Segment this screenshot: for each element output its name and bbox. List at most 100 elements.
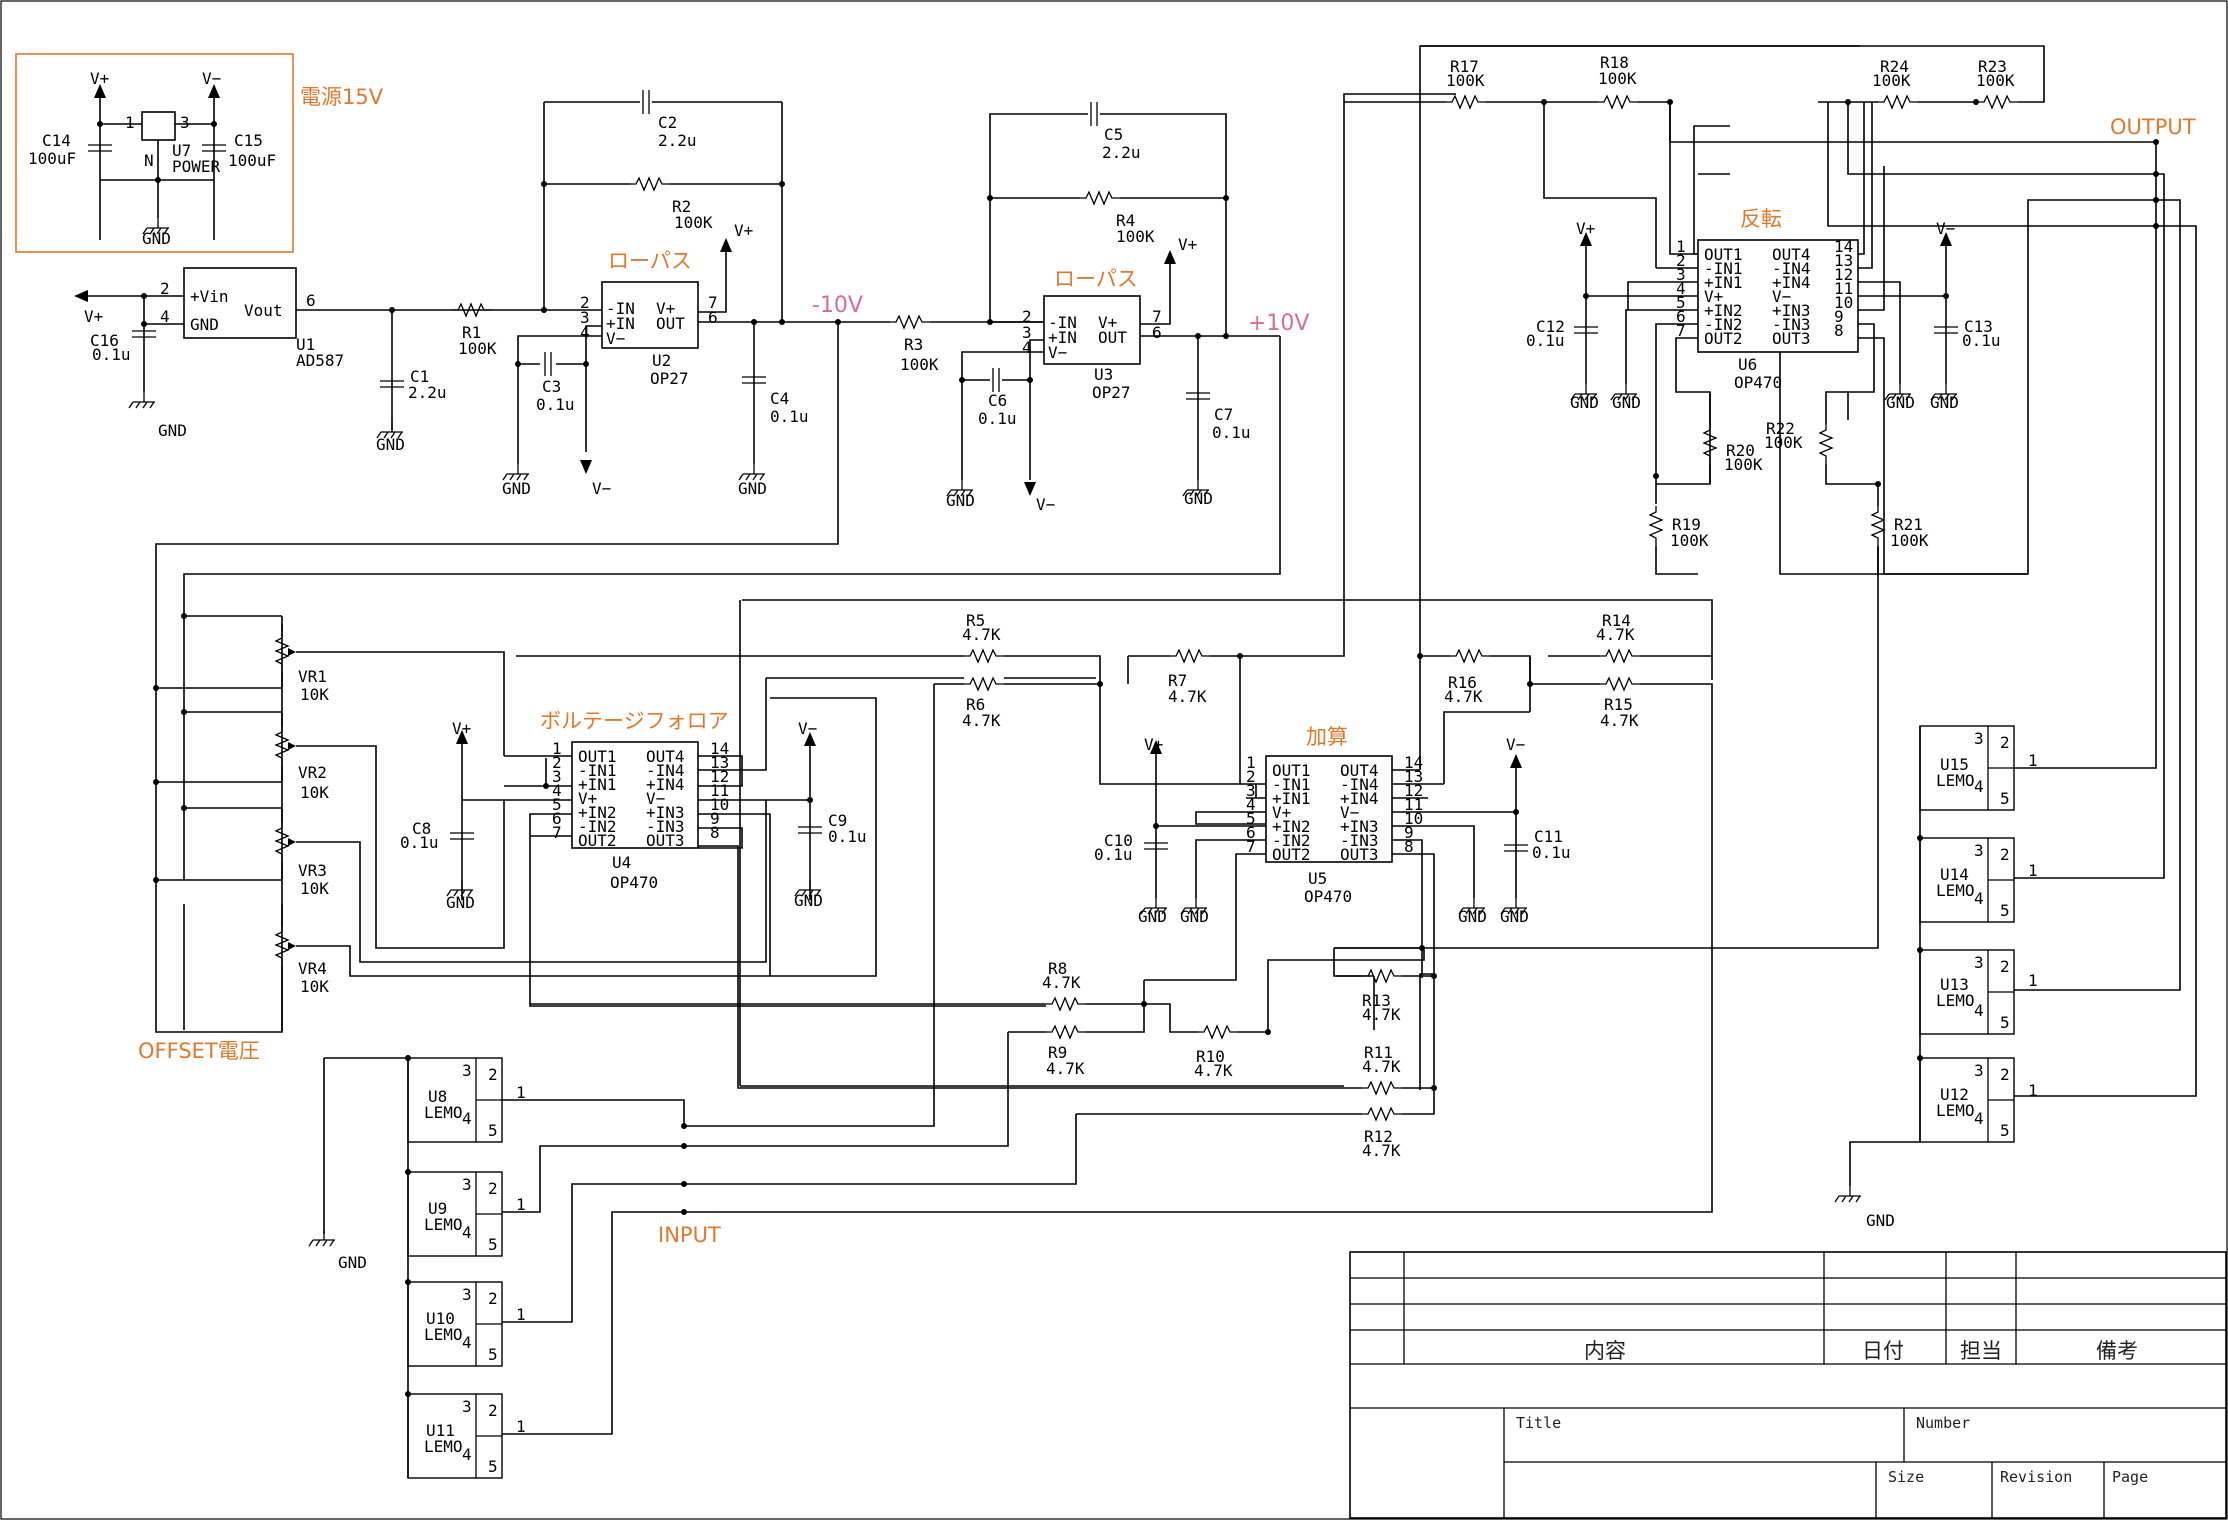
parts-u1-p4-label: 4 xyxy=(160,307,170,326)
rails-gnd-label: GND xyxy=(946,491,975,510)
opamp_pins-quad_left_nums-4-label: 5 xyxy=(1676,293,1686,312)
lemo-pin_nums-0-label: 3 xyxy=(462,1061,472,1080)
parts-r14-ref-label: R14 xyxy=(1602,611,1631,630)
opamp_pins-single-out-label: OUT xyxy=(656,314,685,333)
rails-gnd-label: GND xyxy=(1458,907,1487,926)
lemo-pin_nums-2-label: 4 xyxy=(462,1109,472,1128)
opamp_pins-quad_left_nums-3-label: 4 xyxy=(552,781,562,800)
parts-c7-ref-label: C7 xyxy=(1214,405,1233,424)
parts-r23-value-label: 100K xyxy=(1976,71,2015,90)
lemo-pin1-label: 1 xyxy=(2028,861,2038,880)
lemo-pin_nums-0-label: 3 xyxy=(462,1285,472,1304)
u6-left-pins: OUT1 -IN1 +IN1 V+ +IN2 -IN2 OUT2 xyxy=(1704,245,1743,348)
lemo-inputs-0-label: U8 xyxy=(428,1087,447,1106)
opamp_pins-quad_right-4-label: +IN3 xyxy=(646,803,685,822)
opamp_pins-single-in_minus-label: -IN xyxy=(606,299,635,318)
opamp_pins-quad_right_nums-5-label: 9 xyxy=(1834,307,1844,326)
parts-r7-value-label: 4.7K xyxy=(1168,687,1207,706)
rails-vplus-label: V+ xyxy=(734,221,753,240)
opamp_pins-quad_left-2-label: +IN1 xyxy=(578,775,617,794)
opamp_pins-quad_left-5-label: -IN2 xyxy=(1272,831,1311,850)
opamp_pins-quad_right-6-label: OUT3 xyxy=(1340,845,1379,864)
parts-r9-value-label: 4.7K xyxy=(1046,1059,1085,1078)
plus10-label: +10V xyxy=(1248,311,1309,336)
lemo-pin_nums-1-label: 2 xyxy=(2000,957,2010,976)
parts-r23-ref-label: R23 xyxy=(1978,57,2007,76)
rails-gnd-label: GND xyxy=(1184,489,1213,508)
rails-gnd-label: GND xyxy=(338,1253,367,1272)
parts-r12-ref-label: R12 xyxy=(1364,1127,1393,1146)
parts-r4-value-label: 100K xyxy=(1116,227,1155,246)
lemo-value-label: LEMO xyxy=(424,1325,463,1344)
opamp_pins-quad_right_nums-4-label: 10 xyxy=(1404,809,1423,828)
opamp_pins-quad_right_nums-5-label: 9 xyxy=(710,809,720,828)
opamp_pins-quad_left-0-label: OUT1 xyxy=(1272,761,1311,780)
lemo-pin_nums-3-label: 5 xyxy=(2000,789,2010,808)
opamp_pins-single-p3-label: 3 xyxy=(580,308,590,327)
opamp_pins-quad_left-5-label: -IN2 xyxy=(578,817,617,836)
opamp_pins-quad_right-3-label: V− xyxy=(1772,287,1791,306)
lemo-value-label: LEMO xyxy=(1936,991,1975,1010)
output-section-label: OUTPUT xyxy=(2110,115,2196,139)
opamp_pins-quad_left_nums-0-label: 1 xyxy=(1246,753,1256,772)
parts-c5-value-label: 2.2u xyxy=(1102,143,1141,162)
rails-gnd-label: GND xyxy=(794,891,823,910)
opamp_pins-quad_right-5-label: -IN3 xyxy=(646,817,685,836)
title-block-note-header: 備考 xyxy=(2096,1339,2138,1363)
opamp_pins-quad_right_nums-6-label: 8 xyxy=(1834,321,1844,340)
parts-c3-value-label: 0.1u xyxy=(536,395,575,414)
parts-u1-p2-label: 2 xyxy=(160,279,170,298)
lemo-outputs-0-label: U15 xyxy=(1940,755,1969,774)
lemo-pin1-label: 1 xyxy=(516,1305,526,1324)
opamp_pins-quad_right-1-label: -IN4 xyxy=(646,761,685,780)
parts-vr4-value-label: 10K xyxy=(300,977,329,996)
parts-u3-value-label: OP27 xyxy=(1092,383,1131,402)
opamp_pins-quad_left-6-label: OUT2 xyxy=(1704,329,1743,348)
parts-vr2-ref-label: VR2 xyxy=(298,763,327,782)
opamp_pins-quad_left-3-label: V+ xyxy=(1704,287,1723,306)
rails-vminus-label: V− xyxy=(1936,219,1955,238)
lemo-pin_nums-3-label: 5 xyxy=(488,1457,498,1476)
rails-gnd-label: GND xyxy=(1138,907,1167,926)
lemo-pin_nums-2-label: 4 xyxy=(1974,1109,1984,1128)
lemo-value-label: LEMO xyxy=(424,1103,463,1122)
parts-r24-value-label: 100K xyxy=(1872,71,1911,90)
u6-right-pins: OUT4 -IN4 +IN4 V− +IN3 -IN3 OUT3 xyxy=(1772,245,1811,348)
parts-u2-value-label: OP27 xyxy=(650,369,689,388)
parts-u7-value-label: POWER xyxy=(172,157,221,176)
parts-r14-value-label: 4.7K xyxy=(1596,625,1635,644)
parts-c9-value-label: 0.1u xyxy=(828,827,867,846)
opamp_pins-quad_left-2-label: +IN1 xyxy=(1704,273,1743,292)
u4-right-pins: OUT4 -IN4 +IN4 V− +IN3 -IN3 OUT3 xyxy=(646,747,685,850)
opamp_pins-quad_left-1-label: -IN1 xyxy=(578,761,617,780)
opamp_pins-quad_right-4-label: +IN3 xyxy=(1772,301,1811,320)
parts-c15-ref-label: C15 xyxy=(234,131,263,150)
parts-u6-value-label: OP470 xyxy=(1734,373,1782,392)
parts-u1-pin_in-label: +Vin xyxy=(190,287,229,306)
lemo-pin_nums-3-label: 5 xyxy=(2000,1121,2010,1140)
opamp_pins-quad_right-1-label: -IN4 xyxy=(1772,259,1811,278)
parts-r12-value-label: 4.7K xyxy=(1362,1141,1401,1160)
parts-vr3-ref-label: VR3 xyxy=(298,861,327,880)
rails-gnd-label: GND xyxy=(376,435,405,454)
opamp_pins-quad_left-1-label: -IN1 xyxy=(1704,259,1743,278)
title-block-person-header: 担当 xyxy=(1960,1339,2002,1363)
opamp_pins-quad_right-2-label: +IN4 xyxy=(1772,273,1811,292)
title-block-revision: Revision xyxy=(2000,1468,2072,1486)
parts-r5-value-label: 4.7K xyxy=(962,625,1001,644)
opamp_pins-quad_right_nums-1-label: 13 xyxy=(1404,767,1423,786)
lemo-value-label: LEMO xyxy=(1936,1101,1975,1120)
rails-vplus-label: V+ xyxy=(452,719,471,738)
parts-r18-value-label: 100K xyxy=(1598,69,1637,88)
opamp_pins-quad_left_nums-1-label: 2 xyxy=(552,753,562,772)
parts-vr1-ref-label: VR1 xyxy=(298,667,327,686)
lemo-pin_nums-2-label: 4 xyxy=(1974,889,1984,908)
opamp_pins-quad_left-0-label: OUT1 xyxy=(578,747,617,766)
parts-c7-value-label: 0.1u xyxy=(1212,423,1251,442)
lemo-value-label: LEMO xyxy=(424,1215,463,1234)
parts-r10-ref-label: R10 xyxy=(1196,1047,1225,1066)
opamp_pins-single-in_plus-label: +IN xyxy=(1048,328,1077,347)
